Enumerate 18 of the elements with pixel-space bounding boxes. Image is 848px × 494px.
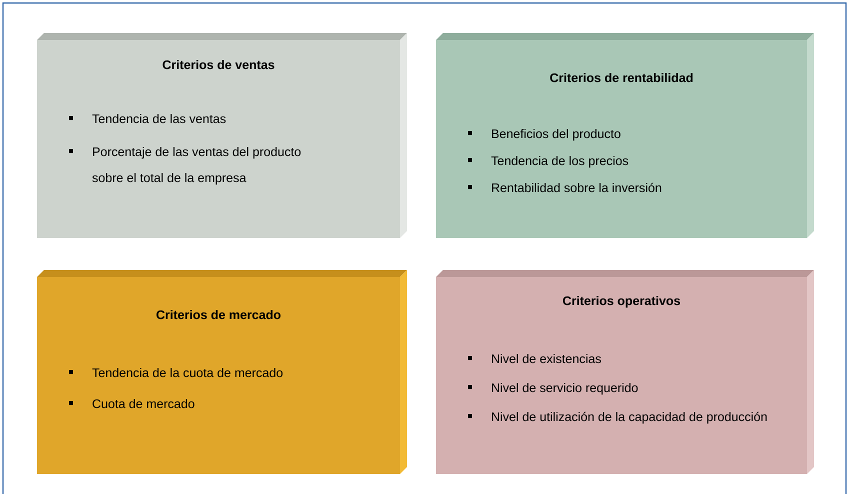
block-heading: Criterios operativos	[562, 296, 680, 308]
list-item: Porcentaje de las ventas del producto sobre el total de la empresa	[92, 147, 301, 185]
criteria-block	[37, 270, 407, 474]
list-item: Tendencia de las ventas	[92, 114, 226, 124]
block-heading: Criterios de rentabilidad	[550, 73, 693, 82]
list-item: Nivel de utilización de la capacidad de producción	[492, 412, 767, 424]
block-heading: Criterios de mercado	[156, 310, 281, 320]
block-heading: Criterios de ventas	[162, 60, 274, 70]
list-item: Nivel de existencias	[492, 354, 601, 364]
list-item: Cuota de mercado	[92, 398, 194, 408]
list-item: Beneficios del producto	[492, 129, 620, 141]
list-item: Tendencia de la cuota de mercado	[92, 368, 283, 378]
list-item: Tendencia de los precios	[491, 156, 628, 168]
criteria-block	[436, 270, 814, 474]
criteria-block	[436, 33, 814, 238]
list-item: Rentabilidad sobre la inversión	[492, 182, 662, 192]
list-item: Nivel de servicio requerido	[492, 382, 638, 395]
criteria-block	[37, 33, 407, 238]
